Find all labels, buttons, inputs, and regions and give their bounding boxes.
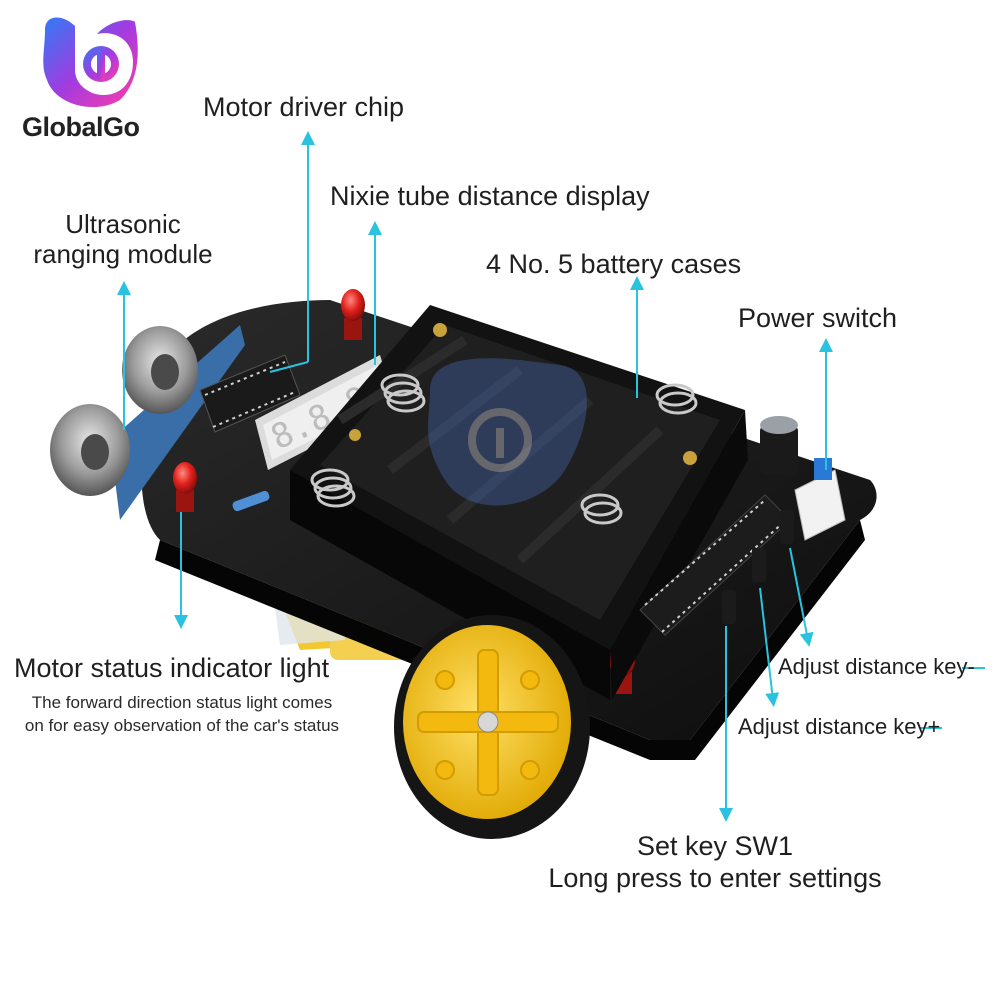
led-front (341, 289, 365, 340)
resistor (232, 490, 270, 512)
label-nixie-display: Nixie tube distance display (330, 181, 650, 211)
label-battery-cases: 4 No. 5 battery cases (486, 249, 742, 279)
label-motor-status-desc-line1: The forward direction status light comes (31, 693, 333, 712)
label-motor-driver-chip: Motor driver chip (203, 92, 405, 122)
label-ultrasonic-line1: Ultrasonic (65, 209, 181, 239)
label-motor-status: Motor status indicator light (14, 653, 330, 683)
wheel (394, 615, 590, 839)
label-adjust-minus: Adjust distance key- (778, 654, 975, 679)
led-left (173, 462, 197, 512)
label-ultrasonic-line2: ranging module (33, 239, 213, 270)
label-set-key-line1: Set key SW1 (636, 831, 794, 861)
tactile-keys (722, 510, 794, 624)
label-adjust-plus: Adjust distance key+ (738, 714, 941, 739)
watermark-logo-icon (428, 358, 587, 506)
label-set-key: Set key SW1 Long press to enter settings (520, 832, 910, 893)
motor-driver-chip (199, 354, 301, 433)
callout-arrows (117, 131, 985, 822)
label-power-switch: Power switch (738, 303, 898, 333)
label-motor-status-desc: The forward direction status light comes… (2, 694, 362, 735)
arrow-motor-driver-elbow (269, 361, 309, 373)
arrow-adjust-minus (789, 547, 814, 647)
arrow-adjust-plus (759, 587, 780, 707)
label-set-key-line2: Long press to enter settings (548, 863, 882, 894)
capacitor (760, 416, 798, 475)
power-switch (794, 458, 846, 541)
label-motor-status-desc-line2: on for easy observation of the car's sta… (24, 715, 340, 735)
globalgo-logo-icon (43, 17, 138, 108)
brand-name: GlobalGo (22, 112, 140, 142)
label-ultrasonic-module: Ultrasonic ranging module (18, 209, 228, 270)
ultrasonic-module (50, 325, 245, 520)
